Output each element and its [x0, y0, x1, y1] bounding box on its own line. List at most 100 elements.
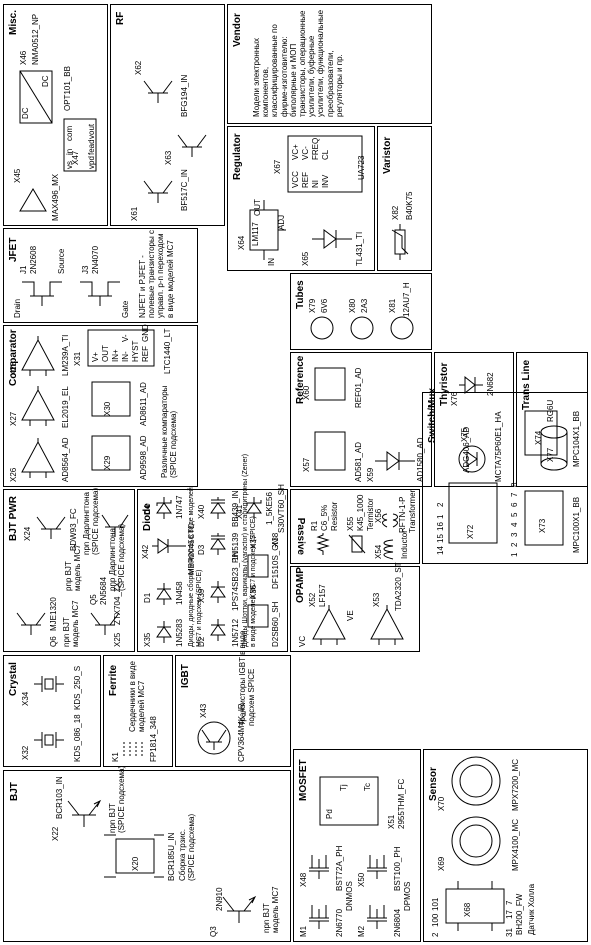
opamp-symbol — [367, 605, 407, 645]
pressure-sensor-symbol — [448, 753, 504, 809]
component-description: Сердечники в виде моделей MC7 — [128, 661, 147, 732]
pin-number: 6 — [510, 502, 519, 507]
jfet-symbol — [22, 276, 62, 306]
ic-package-symbol — [104, 831, 164, 881]
pin-label: com — [65, 125, 74, 141]
pin-label: HYST — [131, 340, 140, 362]
reference-ic-symbol — [311, 362, 351, 406]
ref-label: R1 — [310, 520, 319, 531]
comparator-symbol — [18, 336, 58, 376]
part-label: C6_5% — [320, 504, 329, 531]
ref-label: X72 — [466, 524, 475, 539]
panel-sensor: Sensor X68 BH200_FW Датчик Холла 2 100 1… — [423, 749, 588, 942]
panel-title: MOSFET — [298, 759, 309, 801]
zener-diode-symbol — [154, 497, 174, 519]
part-label: RG6U — [546, 399, 555, 422]
panel-reference: Reference X57 AD581_AD X59 AD1580_AD X60… — [290, 352, 432, 487]
part-label: MPX7200_MC — [511, 758, 520, 811]
component-description: Диоды Шоттки, варикапы (varactor) и стаб… — [242, 453, 258, 647]
part-label: 2N6770 — [335, 908, 344, 937]
pin-label: Tc — [363, 783, 372, 791]
mosfet-symbol — [304, 903, 334, 931]
pin-label: VCC — [291, 171, 300, 188]
dc-dc-converter-symbol — [16, 67, 56, 127]
panel-title: Misc. — [8, 9, 19, 35]
panel-title: BJT — [9, 782, 20, 801]
ref-label: X65 — [301, 251, 310, 266]
panel-varistor: Varistor X82 B40K75 — [377, 126, 432, 271]
ref-label: X79 — [308, 298, 317, 313]
ref-label: X50 — [357, 872, 366, 887]
component-description: Inductor — [400, 530, 409, 559]
ref-label: X20 — [131, 856, 140, 871]
mosfet-symbol — [362, 853, 392, 881]
pin-label: fead — [87, 139, 96, 155]
part-label: 2N6804 — [393, 908, 402, 937]
part-label: 2N4070 — [91, 245, 100, 274]
hall-sensor-symbol — [438, 881, 512, 931]
panel-comparator: Comparator X26 AD8564_AD X27 EL2019_EL X… — [3, 324, 198, 487]
part-label: B40K75 — [405, 191, 414, 220]
part-label: 2N910 — [215, 887, 224, 911]
pin-label: VC — [298, 635, 307, 647]
part-label: BFG194_IN — [180, 74, 189, 117]
ref-label: X82 — [391, 205, 400, 220]
ref-label: X31 — [73, 351, 82, 366]
pin-label: VC- — [301, 146, 310, 160]
bjt-symbol — [14, 607, 48, 637]
panel-passive: Passive R1 C6_5% Resistor X55 K45_1000 T… — [290, 489, 420, 564]
part-label: LTC1440_LT — [163, 328, 172, 374]
ref-label: D4 — [143, 504, 152, 515]
pin-label: DC — [21, 107, 30, 119]
ref-label: X28 — [9, 361, 18, 376]
part-label: AD1580_AD — [416, 437, 425, 482]
panel-title: JFET — [8, 237, 19, 262]
part-label: AD9598_AD — [139, 435, 148, 480]
ref-label: K1 — [111, 752, 120, 762]
ref-label: D1 — [143, 592, 152, 603]
pin-label: IN+ — [111, 349, 120, 362]
pin-number: 14 — [436, 546, 445, 555]
comparator-symbol — [18, 438, 58, 478]
panel-title: BJT PWR — [8, 496, 19, 541]
part-label: AD8564_AD — [61, 437, 70, 482]
part-label: LM117 — [251, 222, 260, 246]
darlington-symbol — [34, 511, 68, 541]
pin-label: V+ — [91, 351, 100, 362]
ref-label: X42 — [141, 544, 150, 559]
comparator-ic-symbol — [86, 430, 136, 476]
pin-number: 2 — [431, 932, 440, 937]
bridge-rectifier-symbol — [246, 551, 270, 581]
part-label: LF157 — [318, 584, 327, 607]
jfet-symbol — [80, 276, 120, 306]
pin-number: 7 — [510, 492, 519, 497]
pin-number: 4 — [510, 522, 519, 527]
panel-opamp: OPAMP X52 LF157 VC VE X53 TDA2320_ST — [290, 563, 420, 652]
part-label: 1N747 — [175, 495, 184, 519]
diode-symbol — [154, 583, 174, 605]
panel-thyristor: Thyristor X75 MCTA75P60E1_HA X76 2N682 — [434, 352, 514, 487]
ref-label: Q5 — [89, 594, 98, 605]
part-label: RFTN-1-P — [398, 496, 407, 533]
panel-title: Tubes — [295, 280, 306, 309]
ref-label: X56 — [374, 508, 383, 523]
opamp-symbol — [18, 185, 48, 215]
scr-symbol — [459, 374, 483, 396]
ref-label: X24 — [23, 526, 32, 541]
part-label: 1N458 — [175, 581, 184, 605]
panel-title: Regulator — [232, 133, 243, 180]
component-description: npn BJT модель MC7 — [262, 886, 281, 933]
part-label: KDS_250_S — [73, 665, 82, 710]
part-label: MPC100X1_BB — [572, 496, 581, 553]
part-label: K45_1000 — [356, 494, 365, 531]
part-label: 2N5684 — [99, 576, 108, 605]
ref-label: X70 — [437, 796, 446, 811]
panel-mosfet: MOSFET M1 2N6770 X48 BST72A_PH DNMOS M2 … — [293, 749, 421, 942]
pin-label: REF — [141, 346, 150, 362]
pin-number: 101 — [431, 897, 440, 911]
pin-label: Pd — [325, 809, 334, 819]
ref-label: X32 — [21, 745, 30, 760]
component-description: Датчик Холла — [527, 883, 536, 935]
